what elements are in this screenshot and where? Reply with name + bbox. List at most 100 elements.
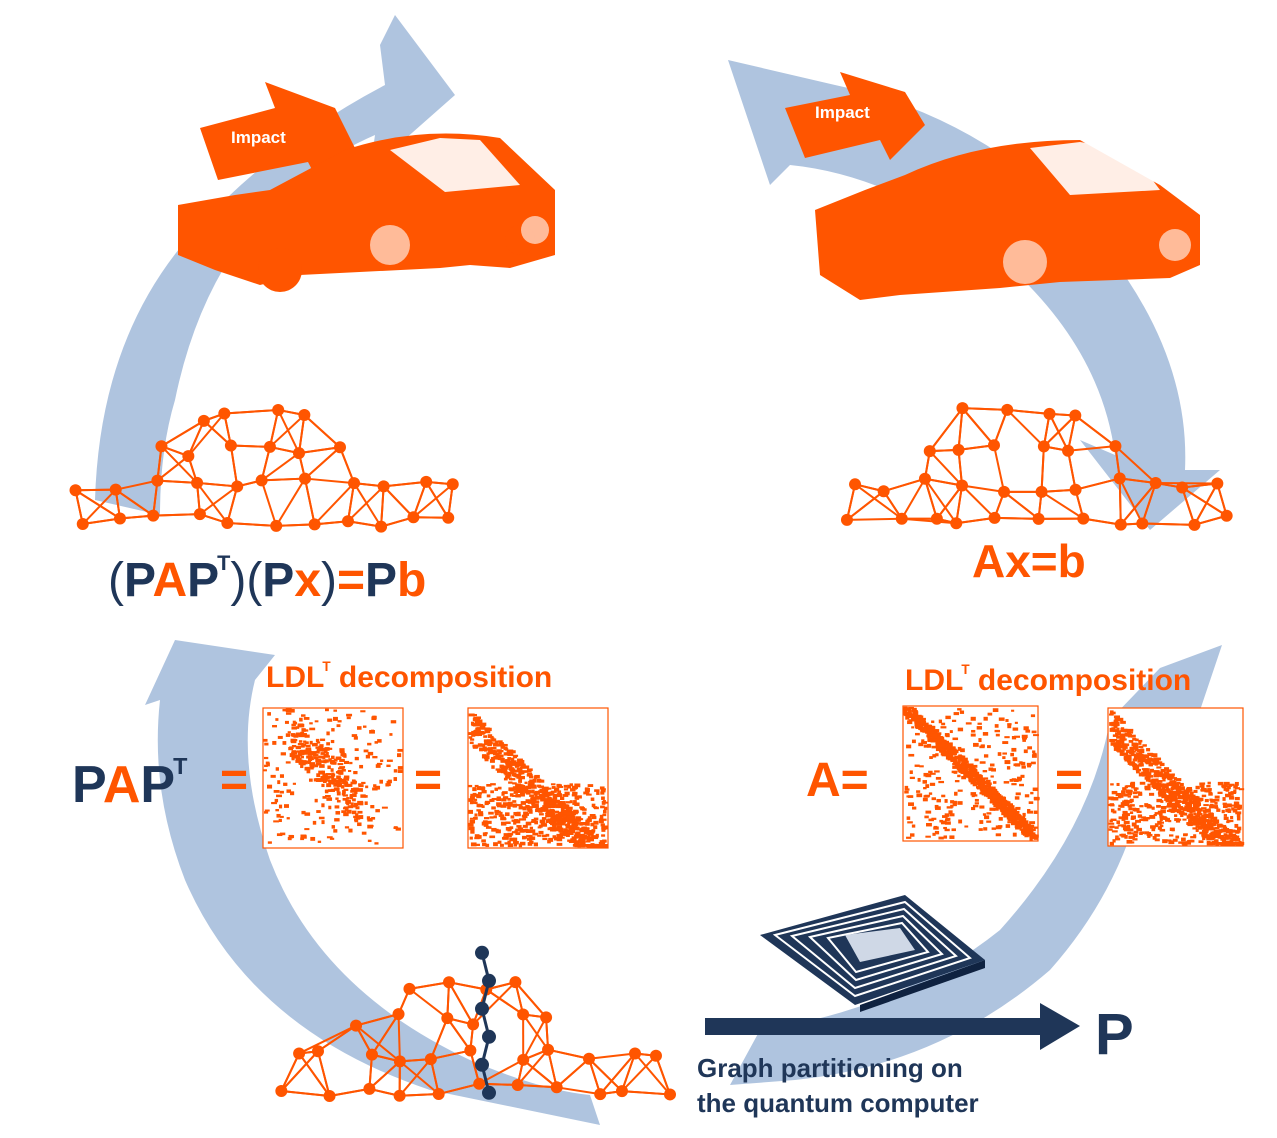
mesh-edge xyxy=(621,1090,671,1096)
mesh-node xyxy=(542,1043,555,1056)
mesh-node xyxy=(424,1053,437,1066)
mesh-graph-icon xyxy=(840,402,1233,531)
eq-left-T: T xyxy=(217,550,231,575)
mesh-node xyxy=(467,1018,480,1031)
mesh-node xyxy=(1211,477,1224,490)
mesh-node xyxy=(1176,481,1189,494)
pap-equals-1: = xyxy=(220,754,249,807)
mesh-node xyxy=(392,1008,405,1021)
mesh-node xyxy=(311,1045,324,1058)
mesh-edge xyxy=(1119,477,1156,484)
mesh-edge xyxy=(924,477,963,487)
mesh-node xyxy=(442,511,455,524)
mesh-edge xyxy=(115,488,154,517)
mesh-node xyxy=(629,1047,642,1060)
mesh-edge xyxy=(634,1052,671,1096)
mesh-edge xyxy=(1114,445,1157,484)
mesh-node xyxy=(218,407,231,420)
mesh-node xyxy=(191,476,204,489)
mesh-edge xyxy=(430,1049,471,1061)
mesh-node xyxy=(109,483,122,496)
mesh-node xyxy=(1037,440,1050,453)
mesh-edge xyxy=(260,480,278,527)
mesh-edge xyxy=(196,482,229,524)
mesh-node xyxy=(69,484,82,497)
eq-left-close2: ) xyxy=(321,553,337,607)
mesh-node xyxy=(231,480,244,493)
eq-left-close1: ) xyxy=(230,553,247,607)
mesh-edge xyxy=(446,1017,472,1052)
mesh-edge xyxy=(229,445,239,487)
mesh-edge xyxy=(1075,477,1120,491)
a-equals-2: = xyxy=(1055,754,1084,807)
mesh-edge xyxy=(961,484,1005,493)
mesh-edge xyxy=(329,1087,370,1097)
mesh-edge xyxy=(380,486,385,527)
mesh-edge xyxy=(588,1058,602,1095)
mesh-node xyxy=(517,1008,530,1021)
caption-line-1: Graph partitioning on xyxy=(697,1053,963,1083)
mesh-node xyxy=(155,440,168,453)
mesh-node xyxy=(1035,485,1048,498)
mesh-node xyxy=(441,1012,454,1025)
impact-label-left: Impact xyxy=(231,128,286,147)
mesh-edge xyxy=(304,477,355,485)
mesh-edge xyxy=(397,1014,401,1062)
mesh-edge xyxy=(371,1013,400,1056)
mesh-edge xyxy=(1040,446,1045,492)
mesh-node xyxy=(649,1049,662,1062)
equation-original: Ax=b xyxy=(972,535,1086,587)
mesh-node xyxy=(550,1081,563,1094)
mesh-edge xyxy=(588,1058,623,1092)
mesh-graph-icon xyxy=(69,403,459,533)
mesh-node xyxy=(151,474,164,487)
mesh-node xyxy=(341,515,354,528)
mesh-edge xyxy=(82,488,117,525)
mesh-edge xyxy=(846,490,885,521)
mesh-edge xyxy=(298,1024,357,1055)
mesh-edge xyxy=(1181,486,1228,517)
mesh-edge xyxy=(227,522,277,527)
mesh-node xyxy=(540,1011,553,1024)
ldl-left-text: LDL xyxy=(266,661,325,695)
mesh-node xyxy=(432,1088,445,1101)
mesh-edge xyxy=(1006,409,1045,448)
mesh-node xyxy=(365,1048,378,1061)
mesh-edge xyxy=(304,478,316,525)
mesh-node xyxy=(1109,440,1122,453)
mesh-node xyxy=(293,1047,306,1060)
mesh-node xyxy=(407,511,420,524)
mesh-node xyxy=(393,1089,406,1102)
mesh-edge xyxy=(599,1052,636,1095)
mesh-edge xyxy=(588,1052,636,1060)
mesh-node xyxy=(275,1084,288,1097)
mesh-edge xyxy=(547,1048,590,1060)
mesh-node xyxy=(270,519,283,532)
mesh-node xyxy=(403,982,416,995)
partition-node xyxy=(482,1029,496,1044)
mesh-edge xyxy=(522,1013,549,1051)
mesh-edge xyxy=(317,1024,357,1053)
mesh-edge xyxy=(556,1086,601,1096)
mesh-node xyxy=(877,485,890,498)
mesh-node xyxy=(298,409,311,422)
ldl-right-text: LDL xyxy=(905,664,964,698)
mesh-edge xyxy=(269,414,306,448)
sparse-matrix-icon xyxy=(467,707,609,849)
mesh-edge xyxy=(317,1050,331,1097)
mesh-edge xyxy=(655,1055,671,1095)
mesh-edge xyxy=(339,446,355,484)
ldl-left-rest: decomposition xyxy=(330,661,553,695)
mesh-edge xyxy=(412,483,454,519)
mesh-node xyxy=(895,512,908,525)
mesh-edge xyxy=(485,988,524,1016)
mesh-edge xyxy=(276,523,315,527)
mesh-edge xyxy=(280,1053,301,1092)
mesh-edge xyxy=(900,478,926,520)
mesh-edge xyxy=(298,446,341,455)
mesh-node xyxy=(113,512,126,525)
ldl-label-left: LDLT decomposition xyxy=(266,660,552,693)
mesh-edge xyxy=(924,478,938,520)
mesh-node xyxy=(377,480,390,493)
mesh-edge xyxy=(1118,477,1144,524)
